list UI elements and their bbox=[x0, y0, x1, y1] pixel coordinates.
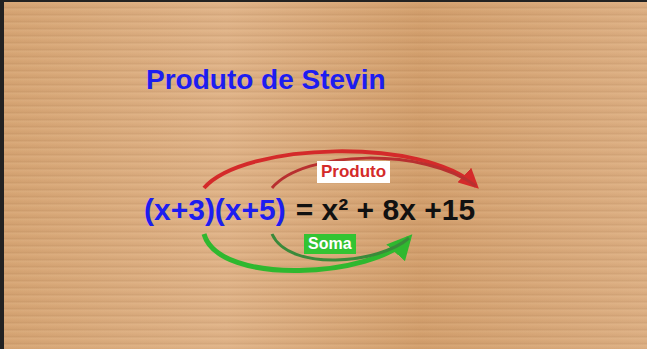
equation-result: = x² + 8x +15 bbox=[296, 192, 475, 228]
product-arc bbox=[272, 158, 476, 188]
title: Produto de Stevin bbox=[146, 64, 386, 96]
label-text: Produto bbox=[321, 162, 386, 181]
sum-label: Soma bbox=[304, 234, 356, 254]
sum-arc bbox=[272, 234, 409, 260]
product-arc bbox=[204, 151, 476, 188]
equation-factors: (x+3)(x+5) bbox=[144, 192, 286, 228]
label-text: Soma bbox=[308, 235, 352, 252]
sum-arc bbox=[204, 234, 409, 271]
product-label: Produto bbox=[317, 161, 390, 183]
